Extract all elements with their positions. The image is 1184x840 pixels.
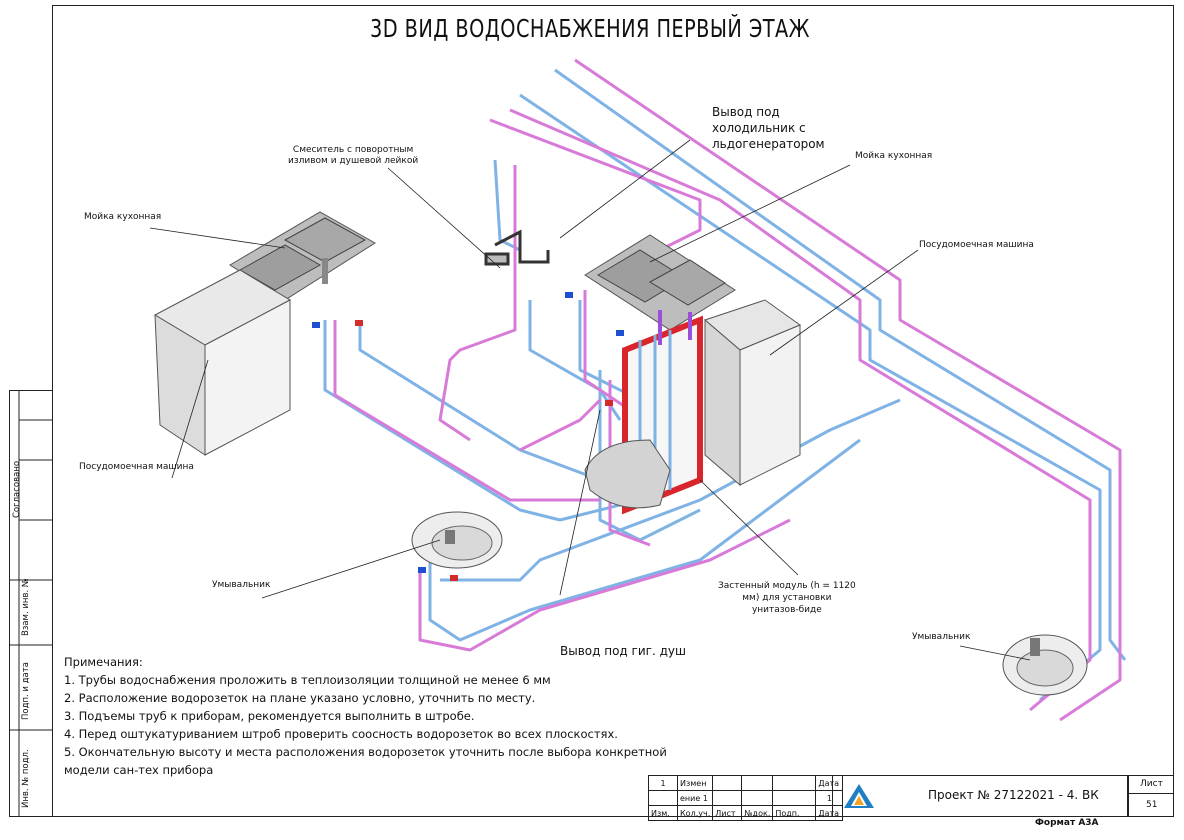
revision-table: 1 Измен Дата ение 1 1 Изм. Кол.уч. Лист … [648, 775, 844, 821]
note-item: 2. Расположение водорозеток на плане ука… [64, 691, 536, 705]
sheet-box [1128, 775, 1174, 817]
note-item: модели сан-тех прибора [64, 763, 214, 777]
side-inv-orig: Инв. № подл. [21, 749, 31, 808]
label-washbasin-left: Умывальник [212, 580, 271, 590]
label-kitchen-sink-right: Мойка кухонная [855, 151, 933, 161]
note-item: 1. Трубы водоснабжения проложить в тепло… [64, 673, 551, 687]
note-item: 3. Подъемы труб к приборам, рекомендуетс… [64, 709, 475, 723]
kitchen-sink-right [584, 234, 736, 331]
leader-lines [149, 139, 1031, 661]
note-item: 4. Перед оштукатуриванием штроб проверит… [64, 727, 618, 741]
sheet-number: 51 [1146, 800, 1158, 810]
company-logo-icon [844, 784, 874, 808]
washbasin-left [411, 511, 503, 569]
side-agreed: Согласовано [12, 460, 22, 518]
dishwasher-right [704, 299, 802, 487]
project-box [832, 775, 1128, 817]
project-number: Проект № 27122021 - 4. ВК [928, 788, 1099, 802]
washbasin-right [1002, 634, 1088, 696]
label-dishwasher-left: Посудомоечная машина [79, 462, 194, 472]
label-shower-outlet: Вывод под гиг. душ [560, 644, 686, 658]
format-label: Формат А3А [1035, 818, 1099, 828]
side-stamp-grid [9, 390, 53, 817]
hot-water-pipes [333, 58, 1122, 722]
mixer-bracket [484, 229, 550, 266]
valves [312, 292, 624, 581]
label-kitchen-sink-left: Мойка кухонная [84, 212, 162, 222]
notes-heading: Примечания: [64, 655, 143, 669]
piping-3d-illustration [149, 58, 1127, 722]
notes-block: Примечания: 1. Трубы водоснабжения проло… [64, 653, 667, 779]
label-dishwasher-right: Посудомоечная машина [919, 240, 1034, 250]
side-inv-replace: Взам. инв. № [21, 578, 31, 636]
side-sign-date: Подп. и дата [21, 662, 31, 720]
page-title: 3D ВИД ВОДОСНАБЖЕНИЯ ПЕРВЫЙ ЭТАЖ [370, 14, 810, 43]
note-item: 5. Окончательную высоту и места располож… [64, 745, 667, 759]
kitchen-sink-left [229, 211, 376, 301]
dishwasher-left [153, 269, 292, 456]
sheet-label: Лист [1140, 779, 1163, 789]
label-washbasin-right: Умывальник [912, 632, 971, 642]
wall-module [584, 310, 703, 515]
